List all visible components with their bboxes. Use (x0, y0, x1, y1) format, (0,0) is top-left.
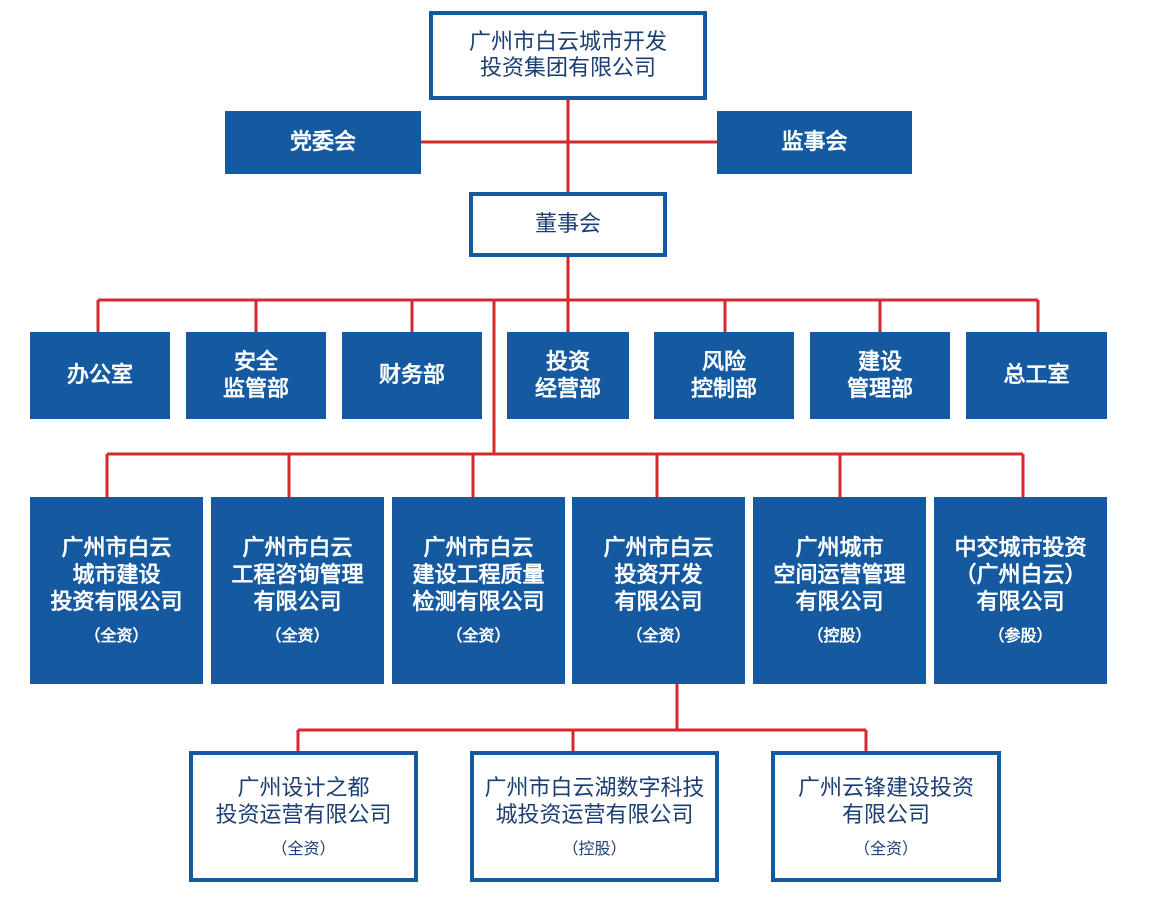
box-name-line: 风险 (701, 349, 746, 375)
box-name-line: 有限公司 (976, 590, 1065, 615)
box-name-line: 有限公司 (253, 590, 342, 615)
department-box: 建设 管理部 (810, 332, 950, 419)
ownership-label: （全资） (84, 626, 149, 645)
box-name-line: 有限公司 (614, 590, 703, 615)
box-name-line: 广州市白云 (61, 536, 172, 561)
ownership-label: （参股） (988, 626, 1053, 645)
department-box: 安全 监管部 (186, 332, 326, 419)
ownership-label: （全资） (271, 838, 336, 858)
grandchild-company-box: 广州市白云湖数字科技 城投资运营有限公司 （控股） (470, 751, 719, 882)
subsidiary-box: 广州市白云 投资开发 有限公司 （全资） (572, 497, 745, 684)
box-name-line: 城市建设 (72, 563, 161, 588)
box-name-line: 广州云锋建设投资 (797, 775, 974, 801)
party-committee-box: 党委会 (225, 111, 421, 174)
box-name-line: 监事会 (781, 130, 848, 155)
box-name-line: 投资运营有限公司 (215, 802, 392, 828)
ownership-label: （全资） (265, 626, 330, 645)
box-name-line: 广州设计之都 (237, 775, 370, 801)
box-name-line: 总工室 (1003, 363, 1070, 388)
subsidiary-box: 广州市白云 工程咨询管理 有限公司 （全资） (211, 497, 384, 684)
box-name-line: 管理部 (846, 376, 913, 402)
box-name-line: 广州市白云 (603, 536, 714, 561)
box-name-line: 城投资运营有限公司 (495, 802, 694, 828)
box-name-line: 投资有限公司 (50, 590, 183, 615)
department-box: 办公室 (30, 332, 170, 419)
box-name-line: 财务部 (378, 363, 445, 388)
grandchild-company-box: 广州云锋建设投资 有限公司 （全资） (771, 751, 1001, 882)
box-name-line: 建设 (857, 349, 902, 375)
box-name-line: 监管部 (222, 376, 289, 402)
board-of-directors-box: 董事会 (469, 192, 667, 257)
ownership-label: （控股） (562, 838, 627, 858)
box-name-line: 空间运营管理 (773, 563, 906, 588)
department-box: 投资 经营部 (507, 332, 629, 419)
subsidiary-box: 广州市白云 城市建设 投资有限公司 （全资） (30, 497, 203, 684)
box-name-line: （广州白云） (954, 563, 1087, 588)
department-box: 总工室 (966, 332, 1107, 419)
grandchild-company-box: 广州设计之都 投资运营有限公司 （全资） (189, 751, 418, 882)
box-name-line: 中交城市投资 (954, 536, 1087, 561)
box-name-line: 办公室 (66, 363, 133, 388)
box-name-line: 建设工程质量 (412, 563, 545, 588)
department-box: 财务部 (342, 332, 482, 419)
box-name-line: 经营部 (534, 376, 601, 402)
supervisory-board-box: 监事会 (717, 111, 912, 174)
box-name-line: 工程咨询管理 (231, 563, 364, 588)
ownership-label: （全资） (446, 626, 511, 645)
box-name-line: 有限公司 (795, 590, 884, 615)
box-name-line: 投资 (545, 349, 590, 375)
box-name-line: 投资集团有限公司 (479, 55, 656, 81)
subsidiary-box: 广州城市 空间运营管理 有限公司 （控股） (753, 497, 926, 684)
subsidiary-box: 广州市白云 建设工程质量 检测有限公司 （全资） (392, 497, 565, 684)
box-name-line: 广州市白云城市开发 (468, 29, 667, 55)
ownership-label: （全资） (853, 838, 918, 858)
subsidiary-box: 中交城市投资 （广州白云） 有限公司 （参股） (934, 497, 1107, 684)
box-name-line: 广州市白云湖数字科技 (484, 775, 705, 801)
box-name-line: 有限公司 (841, 802, 930, 828)
department-box: 风险 控制部 (654, 332, 794, 419)
group-company-box: 广州市白云城市开发 投资集团有限公司 (429, 11, 707, 100)
box-name-line: 广州市白云 (242, 536, 353, 561)
box-name-line: 投资开发 (614, 563, 703, 588)
ownership-label: （全资） (626, 626, 691, 645)
box-name-line: 安全 (233, 349, 278, 375)
box-name-line: 广州市白云 (423, 536, 534, 561)
box-name-line: 董事会 (534, 212, 601, 237)
box-name-line: 党委会 (289, 130, 356, 155)
box-name-line: 控制部 (690, 376, 757, 402)
box-name-line: 检测有限公司 (412, 590, 545, 615)
ownership-label: （控股） (807, 626, 872, 645)
box-name-line: 广州城市 (795, 536, 884, 561)
